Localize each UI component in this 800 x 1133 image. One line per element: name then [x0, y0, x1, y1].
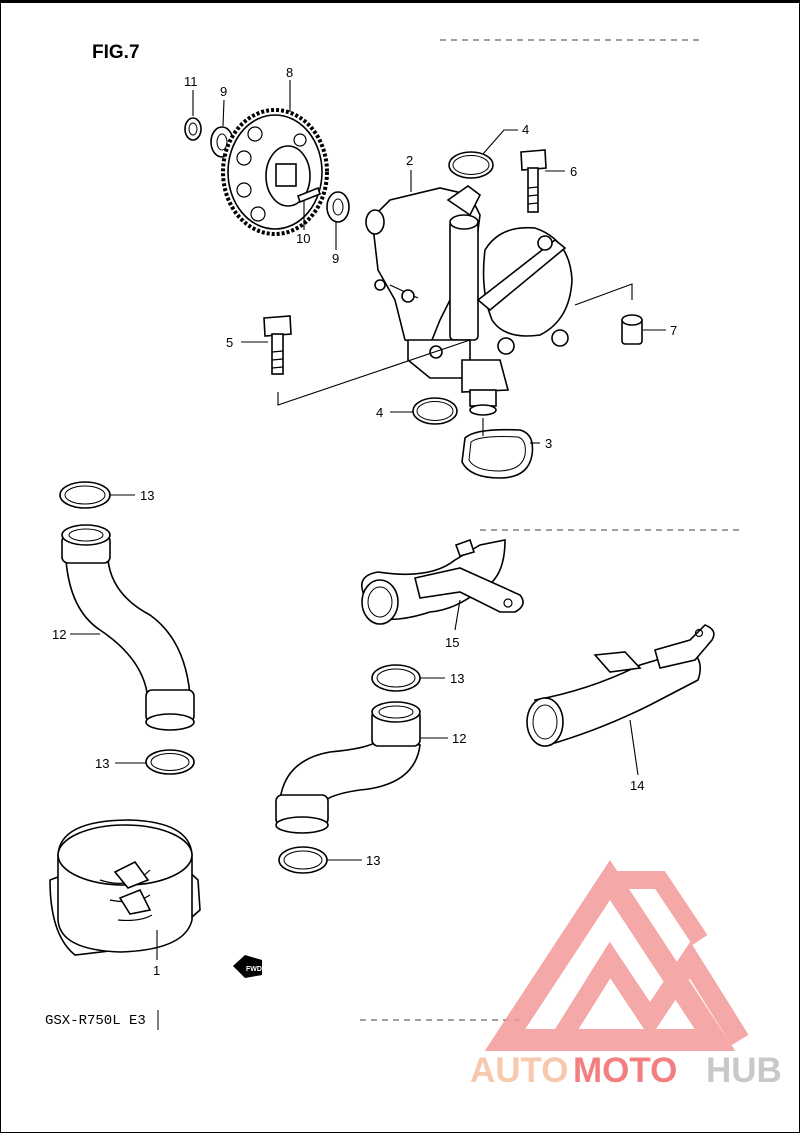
callout-11: 11: [184, 74, 198, 89]
o-ring-inner-2: [416, 401, 454, 421]
fwd-label: FWD: [246, 966, 262, 973]
callout-leaders: [70, 80, 666, 960]
pump-gear-part: [221, 108, 329, 236]
callout-12-a: 12: [52, 627, 66, 642]
callout-7: 7: [670, 323, 677, 338]
bolt-part-2: [263, 315, 292, 375]
callout-1: 1: [153, 963, 160, 978]
watermark-a-stroke: [610, 871, 708, 945]
oil-filter-part: [49, 819, 201, 956]
forward-direction-badge: FWD: [233, 955, 262, 978]
callout-13-c: 13: [450, 671, 464, 686]
o-ring-inner-6: [283, 850, 323, 870]
pin-part: [297, 186, 321, 204]
callout-15: 15: [445, 635, 459, 650]
callout-4: 4: [522, 122, 529, 137]
o-ring-part-4: [145, 749, 195, 775]
washer-part-2: [326, 191, 350, 223]
model-code: GSX-R750L E3: [45, 1013, 146, 1029]
watermark-text-auto: AUTO: [470, 1051, 569, 1090]
watermark-text-moto: MOTO: [573, 1051, 677, 1090]
watermark-logo: AUTO MOTO HUB: [470, 859, 782, 1090]
callout-3: 3: [545, 436, 552, 451]
oil-pipe-bracket-part-2: [526, 624, 715, 747]
oil-pump-body: [365, 185, 573, 416]
figure-title: FIG.7: [92, 42, 140, 63]
callout-9-lower: 9: [332, 251, 339, 266]
dowel-pin-part: [621, 314, 643, 345]
oil-pipe-part: [61, 524, 195, 731]
circlip-part: [184, 117, 202, 141]
callout-13-b: 13: [95, 756, 109, 771]
o-ring-inner-3: [64, 485, 106, 505]
callout-14: 14: [630, 778, 644, 793]
callout-13-a: 13: [140, 488, 154, 503]
callout-9: 9: [220, 84, 227, 99]
o-ring-inner: [452, 155, 490, 175]
watermark-m: [551, 941, 749, 1046]
callout-8: 8: [286, 65, 293, 80]
o-ring-inner-5: [376, 668, 416, 688]
assembly-lines: [277, 283, 633, 436]
watermark-text-hub: HUB: [706, 1051, 782, 1090]
o-ring-part: [448, 151, 494, 179]
callout-13-d: 13: [366, 853, 380, 868]
callout-4-lower: 4: [376, 405, 383, 420]
bolt-part: [520, 149, 547, 213]
o-ring-inner-4: [150, 753, 190, 771]
oil-pipe-part-2: [275, 701, 421, 834]
callout-5: 5: [226, 335, 233, 350]
callout-labels: 11 9 8 10 9 4 2 6 5 7 4 3 13 12 13 15 13…: [52, 65, 677, 978]
callout-10: 10: [296, 231, 310, 246]
callout-2: 2: [406, 153, 413, 168]
callout-12-b: 12: [452, 731, 466, 746]
o-ring-part-2: [412, 397, 458, 425]
watermark-triangle: [484, 859, 736, 1051]
oil-pipe-bracket-part: [361, 538, 524, 625]
gasket-part: [461, 428, 534, 479]
callout-6: 6: [570, 164, 577, 179]
